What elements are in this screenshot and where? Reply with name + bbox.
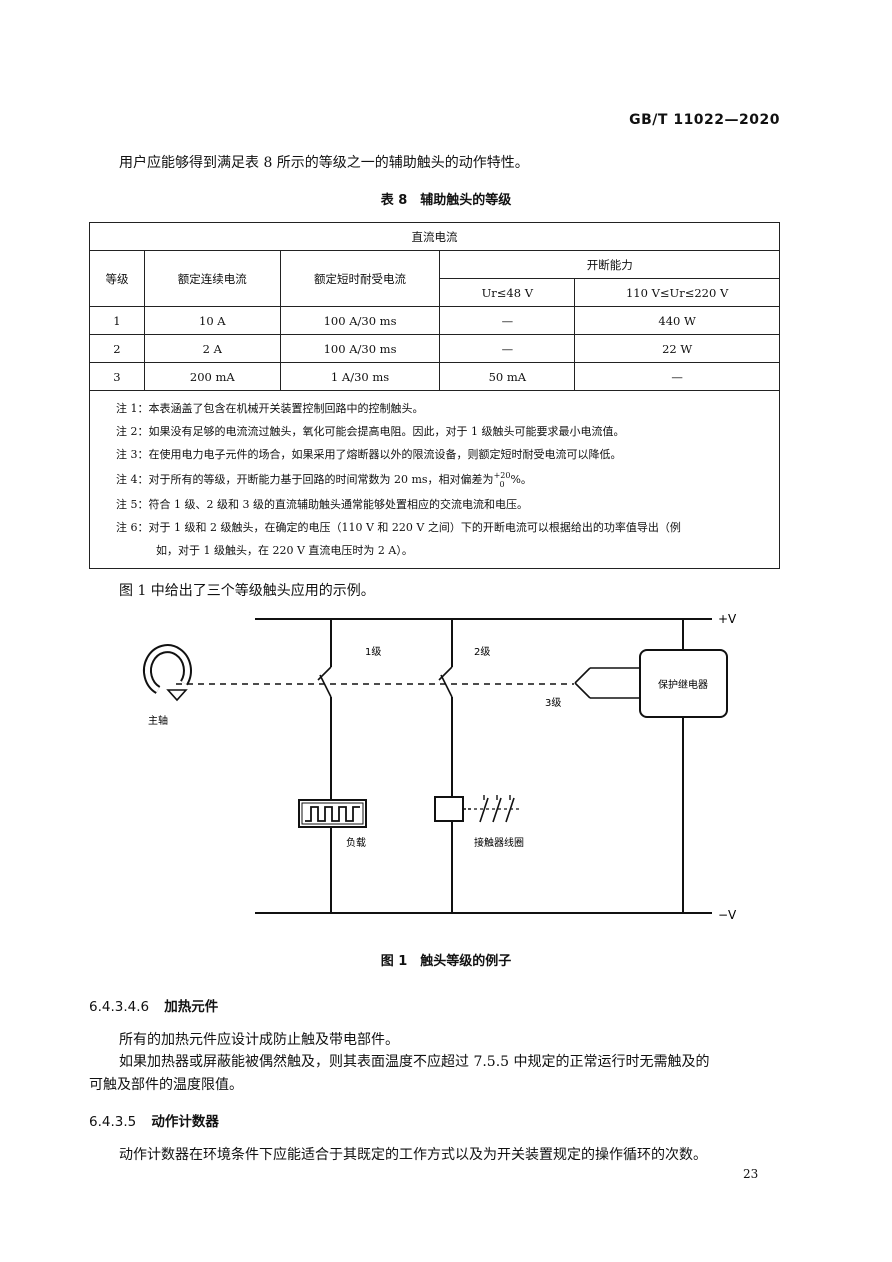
grade-2-label: 2级 <box>474 646 490 658</box>
cell-short: 100 A/30 ms <box>279 306 441 335</box>
note-6-line-2: 如，对于 1 级触头，在 220 V 直流电压时为 2 A）。 <box>156 544 413 557</box>
cell-high: 22 W <box>574 334 780 363</box>
table-caption: 表 8 辅助触头的等级 <box>380 193 512 208</box>
header-short-time: 额定短时耐受电流 <box>279 250 441 307</box>
page-number: 23 <box>743 1167 759 1181</box>
minus-v-label: −V <box>718 908 737 922</box>
section-6-4-3-5-heading: 6.4.3.5 动作计数器 <box>89 1110 219 1130</box>
table-8: 直流电流 等级 额定连续电流 额定短时耐受电流 开断能力 Ur≤48 V 110… <box>89 222 780 569</box>
load-label: 负载 <box>346 836 366 849</box>
section-number: 6.4.3.4.6 <box>89 999 150 1015</box>
grade-3-contact <box>574 667 640 699</box>
note-5: 注 5：符合 1 级、2 级和 3 级的直流辅助触头通常能够处置相应的交流电流和… <box>116 498 528 511</box>
cell-short: 100 A/30 ms <box>279 334 441 363</box>
grade-2-contact <box>438 619 453 913</box>
note-3: 注 3：在使用电力电子元件的场合，如果采用了熔断器以外的限流设备，则额定短时耐受… <box>116 448 622 461</box>
section-6-4-3-4-6-heading: 6.4.3.4.6 加热元件 <box>89 995 218 1015</box>
cell-current: 200 mA <box>143 362 281 391</box>
spindle-icon <box>142 644 192 702</box>
figure-intro: 图 1 中给出了三个等级触头应用的示例。 <box>119 583 375 599</box>
grade-1-label: 1级 <box>365 646 381 658</box>
cell-grade: 2 <box>89 334 145 363</box>
table-row: 2 2 A 100 A/30 ms — 22 W <box>89 334 780 363</box>
figure-1-diagram: +V −V 1级 负载 2级 接触器线圈 保护继电器 <box>142 612 737 922</box>
cell-low: — <box>439 334 576 363</box>
header-high-voltage: 110 V≤Ur≤220 V <box>574 278 780 307</box>
grade-3-label: 3级 <box>545 697 561 709</box>
header-low-voltage: Ur≤48 V <box>439 278 576 307</box>
cell-grade: 3 <box>89 362 145 391</box>
cell-high: — <box>574 362 780 391</box>
cell-short: 1 A/30 ms <box>279 362 441 391</box>
counter-paragraph: 动作计数器在环境条件下应能适合于其既定的工作方式以及为开关装置规定的操作循环的次… <box>119 1147 707 1163</box>
intro-paragraph: 用户应能够得到满足表 8 所示的等级之一的辅助触头的动作特性。 <box>119 155 529 171</box>
coil-label: 接触器线圈 <box>474 836 524 849</box>
note-4-lower-tolerance: 0 <box>499 480 505 489</box>
heater-paragraph-2: 如果加热器或屏蔽能被偶然触及，则其表面温度不应超过 7.5.5 中规定的正常运行… <box>119 1054 710 1070</box>
cell-high: 440 W <box>574 306 780 335</box>
relay-label: 保护继电器 <box>658 678 708 691</box>
note-4-text: 注 4：对于所有的等级，开断能力基于回路的时间常数为 20 ms，相对偏差为 <box>116 473 494 486</box>
note-1: 注 1：本表涵盖了包含在机械开关装置控制回路中的控制触头。 <box>116 402 424 415</box>
heater-paragraph-1: 所有的加热元件应设计成防止触及带电部件。 <box>119 1032 399 1048</box>
heater-paragraph-2-cont: 可触及部件的温度限值。 <box>89 1077 243 1093</box>
figure-caption: 图 1 触头等级的例子 <box>380 954 512 969</box>
note-4-upper-tolerance: +20 <box>493 471 511 480</box>
section-title: 动作计数器 <box>151 1114 219 1130</box>
table-notes: 注 1：本表涵盖了包含在机械开关装置控制回路中的控制触头。 注 2：如果没有足够… <box>89 390 780 569</box>
protection-relay-box <box>639 649 728 718</box>
table-row: 1 10 A 100 A/30 ms — 440 W <box>89 306 780 335</box>
header-grade: 等级 <box>89 250 145 307</box>
cell-grade: 1 <box>89 306 145 335</box>
note-6-line-1: 注 6：对于 1 级和 2 级触头，在确定的电压（110 V 和 220 V 之… <box>116 521 681 534</box>
cell-current: 2 A <box>143 334 281 363</box>
spindle-label: 主轴 <box>148 714 168 727</box>
section-number: 6.4.3.5 <box>89 1114 137 1130</box>
grade-1-contact <box>317 619 332 913</box>
header-rated-current: 额定连续电流 <box>143 250 281 307</box>
cell-current: 10 A <box>143 306 281 335</box>
note-2: 注 2：如果没有足够的电流流过触头，氧化可能会提高电阻。因此，对于 1 级触头可… <box>116 425 625 438</box>
standard-number: GB/T 11022—2020 <box>629 112 780 128</box>
section-title: 加热元件 <box>164 999 219 1015</box>
cell-low: — <box>439 306 576 335</box>
header-breaking-capacity: 开断能力 <box>439 250 780 279</box>
table-row: 3 200 mA 1 A/30 ms 50 mA — <box>89 362 780 391</box>
note-4-unit: %。 <box>510 473 532 486</box>
note-4: 注 4：对于所有的等级，开断能力基于回路的时间常数为 20 ms，相对偏差为+2… <box>116 466 769 493</box>
plus-v-label: +V <box>718 612 737 626</box>
header-dc-current: 直流电流 <box>89 222 780 251</box>
contactor-coil-icon <box>434 795 521 823</box>
cell-low: 50 mA <box>439 362 576 391</box>
load-icon <box>298 799 367 828</box>
